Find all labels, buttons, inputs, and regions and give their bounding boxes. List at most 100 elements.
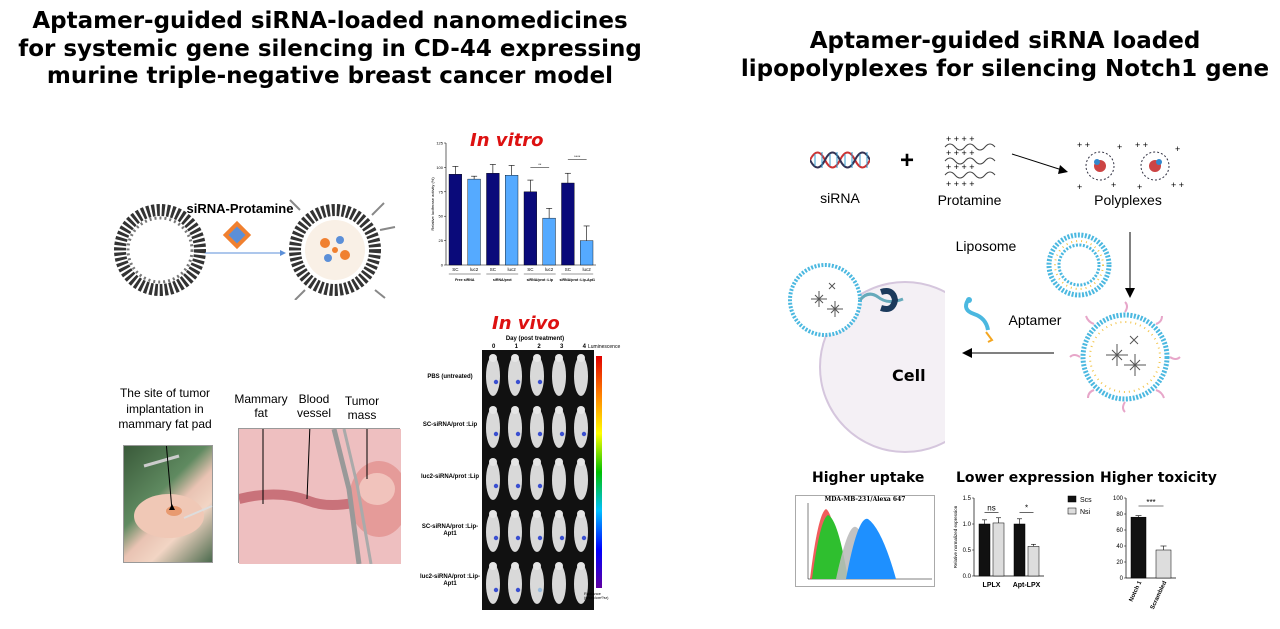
mouse-head — [555, 562, 563, 570]
svg-text:+ + + +: + + + + — [946, 135, 975, 144]
in-vivo-panel: Day (post treatment) 0 1 2 3 4 PBS (untr… — [420, 334, 620, 624]
svg-text:+: + — [1117, 142, 1122, 152]
day-label: 1 — [514, 344, 518, 350]
tumor-site-label-line: The site of tumor — [119, 386, 211, 400]
y-tick-label: 60 — [1116, 528, 1123, 534]
x-tick-label: SC — [565, 267, 572, 272]
mammary-fat-label: Mammary fat — [226, 392, 296, 421]
luminescence-spot — [537, 379, 543, 385]
luminescence-spot — [515, 431, 521, 437]
mouse-body — [486, 512, 500, 552]
in-vivo-group: PBS (untreated) — [427, 374, 473, 380]
flow-histogram: MDA-MB-231/Alexa 647 — [795, 495, 935, 587]
tumor-site-label: The site of tumor implantation in mammar… — [104, 386, 226, 433]
bar — [580, 240, 594, 266]
legend-swatch — [1067, 507, 1077, 515]
blood-vessel-label-line: Blood — [298, 392, 330, 406]
legend-label: Scsi — [1080, 497, 1092, 504]
sirna-protamine-complex — [222, 220, 252, 250]
mouse-body — [530, 408, 544, 448]
arrow-down — [1125, 232, 1135, 298]
luminescence-spot — [493, 587, 499, 593]
protamine-icon: + + + + + + + + + + + + + + + + — [944, 135, 996, 189]
svg-text:+: + — [1077, 182, 1082, 192]
mouse-body — [508, 408, 522, 448]
luminescence-spot — [537, 483, 543, 489]
mouse-head — [533, 510, 541, 518]
y-tick-label: 0 — [441, 263, 444, 268]
luminescence-spot — [493, 379, 499, 385]
svg-text:+ + + +: + + + + — [946, 162, 975, 172]
left-title: Aptamer-guided siRNA-loaded nanomedicine… — [10, 8, 650, 91]
in-vivo-day-header: Day (post treatment) — [505, 336, 565, 342]
mouse-body — [508, 512, 522, 552]
aptamer-icon — [964, 297, 994, 343]
y-axis-label: Relative luciferase activity (%) — [430, 177, 435, 231]
x-tick-label: Scrambled — [1150, 580, 1169, 611]
loaded-liposome — [289, 199, 396, 300]
liposome-icon — [1046, 232, 1112, 298]
luminescence-spot — [493, 431, 499, 437]
bar — [992, 522, 1005, 577]
protamine-label: Protamine — [937, 192, 1002, 208]
bar — [1013, 523, 1026, 577]
bar — [542, 217, 556, 266]
left-title-line: for systemic gene silencing in CD-44 exp… — [18, 35, 642, 62]
group-label: siRNA/prot — [493, 278, 513, 282]
mouse-head — [577, 406, 585, 414]
mouse-body — [574, 564, 588, 604]
tumor-dissection-photo — [237, 398, 409, 565]
mouse-head — [533, 562, 541, 570]
mouse-body — [486, 356, 500, 396]
right-title: Aptamer-guided siRNA loaded lipopolyplex… — [725, 28, 1280, 83]
liposome-schematic — [114, 199, 396, 300]
x-tick-label: SC — [527, 267, 534, 272]
y-tick-label: 75 — [439, 189, 444, 194]
blood-vessel-label-line: vessel — [296, 406, 331, 421]
luminescence-spot — [559, 431, 565, 437]
luminescence-spot — [537, 431, 543, 437]
day-label: 0 — [492, 344, 496, 350]
flow-title: MDA-MB-231/Alexa 647 — [824, 496, 906, 503]
legend-label: Nsi — [1080, 509, 1091, 516]
luminescence-spot — [581, 431, 587, 437]
y-tick-label: 1.0 — [963, 522, 972, 528]
bar — [561, 182, 575, 266]
y-tick-label: 0.5 — [963, 548, 972, 554]
bar — [467, 178, 481, 266]
svg-text:+: + — [1111, 180, 1116, 190]
significance-label: **** — [574, 154, 581, 159]
significance-label: * — [1025, 504, 1028, 513]
arrow-to-cell — [962, 348, 1054, 358]
in-vivo-label: In vivo — [492, 313, 560, 334]
left-title-line: Aptamer-guided siRNA-loaded nanomedicine… — [32, 8, 628, 34]
mouse-body — [530, 356, 544, 396]
mouse-image-grid — [482, 350, 594, 610]
group-label: siRNA/prot :Lip-Apt1 — [559, 278, 595, 282]
mouse-head — [555, 354, 563, 362]
y-tick-label: 0.0 — [963, 574, 972, 580]
left-title-line: murine triple-negative breast cancer mod… — [46, 63, 614, 90]
bar — [486, 173, 500, 266]
bar — [978, 523, 991, 577]
bar — [1155, 549, 1172, 579]
mouse-body — [552, 512, 566, 552]
tumor-mass-label-line: mass — [347, 408, 377, 423]
in-vivo-group: SC-siRNA/prot :Lip-Apt1 — [421, 524, 479, 538]
luminescence-spot — [515, 587, 521, 593]
svg-text:+ +: + + — [1171, 180, 1184, 190]
significance-label: *** — [1146, 498, 1155, 507]
cell-label: Cell — [892, 366, 926, 385]
mouse-head — [555, 510, 563, 518]
luminescence-spot — [515, 483, 521, 489]
mouse-head — [577, 510, 585, 518]
mouse-body — [552, 564, 566, 604]
y-tick-label: 100 — [1113, 496, 1124, 502]
luminescence-spot — [493, 535, 499, 541]
day-label: 2 — [537, 344, 541, 350]
tumor-mass-label-line: Tumor — [344, 394, 380, 408]
y-tick-label: 25 — [439, 238, 444, 243]
significance-label: ns — [987, 504, 995, 513]
